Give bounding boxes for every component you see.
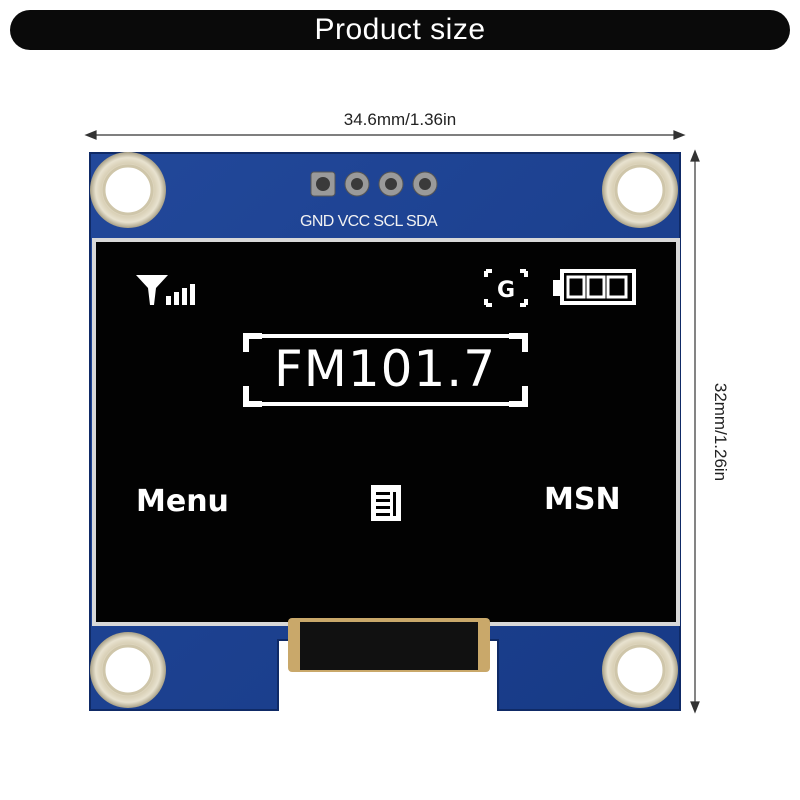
width-label: 34.6mm/1.36in	[343, 110, 457, 129]
frequency-frame	[243, 333, 528, 407]
signal-strength-icon	[136, 275, 195, 305]
height-arrow-bottom	[690, 701, 700, 714]
pin-labels: GND VCC SCL SDA	[300, 213, 438, 230]
width-arrow-left	[84, 130, 97, 140]
battery-icon	[553, 269, 636, 305]
height-arrow-top	[690, 149, 700, 162]
menu-softkey-label: Menu	[136, 484, 229, 519]
msn-softkey-label: MSN	[544, 482, 621, 517]
title-text: Product size	[314, 13, 486, 46]
list-icon	[371, 485, 401, 521]
header-pins	[310, 171, 438, 197]
frequency-readout: FM101.7	[273, 340, 497, 398]
title-bar: Product size	[10, 10, 790, 50]
oled-screen	[96, 242, 676, 622]
mounting-holes	[90, 152, 678, 708]
g-network-icon: G	[484, 269, 528, 307]
svg-text:G: G	[497, 278, 515, 303]
flex-cable-inner	[300, 622, 478, 670]
width-arrow-right	[673, 130, 686, 140]
